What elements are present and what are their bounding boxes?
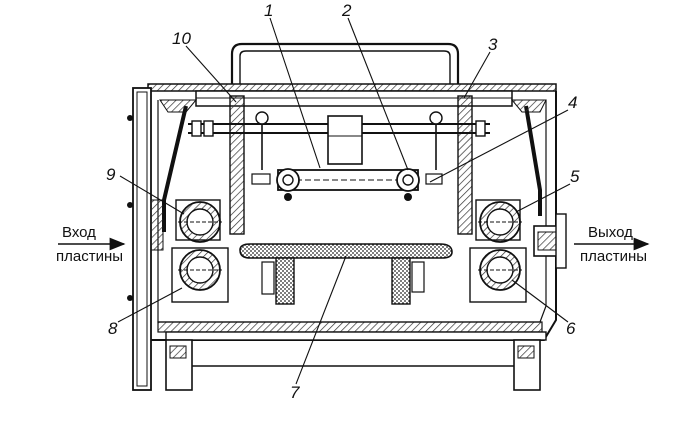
callout-2: 2 (341, 1, 352, 20)
callout-9: 9 (106, 165, 116, 184)
base-stand (165, 331, 547, 391)
callout-3: 3 (488, 35, 498, 54)
input-label-line1: Вход (62, 224, 96, 241)
callout-6: 6 (566, 319, 576, 338)
callout-1: 1 (264, 1, 273, 20)
input-label-line2: пластины (56, 248, 123, 265)
heater-tube (251, 168, 443, 201)
callout-4: 4 (568, 93, 577, 112)
support-table (239, 243, 453, 305)
callout-7: 7 (290, 383, 300, 402)
inlet-door (127, 87, 164, 391)
right-rollers (469, 199, 527, 303)
callout-8: 8 (108, 319, 118, 338)
left-rollers (171, 199, 229, 303)
outlet-flange (533, 213, 567, 269)
lid (147, 83, 557, 107)
shields (229, 95, 473, 235)
callout-labels: 1 2 3 4 5 6 7 8 9 10 (106, 1, 580, 402)
side-labels: Вход пластины Выход пластины (56, 224, 647, 265)
output-label-line1: Выход (588, 224, 633, 241)
output-label-line2: пластины (580, 248, 647, 265)
leader-lines (117, 17, 571, 385)
callout-5: 5 (570, 167, 580, 186)
top-handle (230, 42, 460, 84)
rod-assembly (188, 111, 490, 170)
callout-10: 10 (172, 29, 191, 48)
